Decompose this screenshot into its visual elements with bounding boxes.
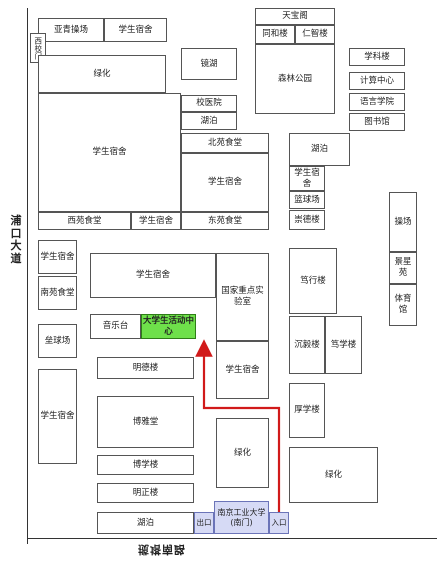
language-school[interactable]: 语言学院 bbox=[349, 93, 405, 111]
computer-center[interactable]: 计算中心 bbox=[349, 72, 405, 90]
tianbao[interactable]: 天宝阁 bbox=[255, 8, 335, 25]
sports-field[interactable]: 操场 bbox=[389, 192, 417, 252]
mingzheng-building[interactable]: 明正楼 bbox=[97, 483, 194, 503]
route-path bbox=[195, 339, 281, 512]
road-left-line bbox=[27, 8, 28, 544]
road-bottom-line bbox=[27, 538, 437, 539]
east-canteen[interactable]: 东苑食堂 bbox=[181, 212, 269, 230]
exit-gate[interactable]: 出口 bbox=[194, 512, 214, 534]
dorm-center[interactable]: 学生宿舍 bbox=[90, 253, 216, 298]
duxue-building[interactable]: 笃学楼 bbox=[325, 316, 362, 374]
dorm-big[interactable]: 学生宿舍 bbox=[38, 93, 181, 212]
greenery-3[interactable]: 绿化 bbox=[289, 447, 378, 503]
basketball-court[interactable]: 篮球场 bbox=[289, 191, 325, 209]
school-hospital[interactable]: 校医院 bbox=[181, 95, 237, 112]
hubo-2[interactable]: 湖泊 bbox=[289, 133, 350, 166]
boya-hall[interactable]: 博雅堂 bbox=[97, 396, 194, 448]
north-canteen[interactable]: 北苑食堂 bbox=[181, 133, 269, 153]
road-pukou-label: 浦口大道 bbox=[10, 214, 22, 265]
student-activity-center[interactable]: 大学生活动中心 bbox=[141, 314, 196, 339]
tongren[interactable]: 同和楼 bbox=[255, 25, 295, 44]
dorm-top[interactable]: 学生宿舍 bbox=[104, 18, 167, 42]
gym[interactable]: 体育馆 bbox=[389, 284, 417, 326]
hubo-3[interactable]: 湖泊 bbox=[97, 512, 194, 534]
south-canteen[interactable]: 南苑食堂 bbox=[38, 276, 77, 310]
dorm-left[interactable]: 学生宿舍 bbox=[38, 240, 77, 274]
main-south-gate[interactable]: 南京工业大学(南门) bbox=[214, 501, 269, 534]
greenery-1[interactable]: 绿化 bbox=[38, 55, 166, 93]
houxue-building[interactable]: 厚学楼 bbox=[289, 383, 325, 438]
jinghu[interactable]: 镜湖 bbox=[181, 48, 237, 80]
greenery-2[interactable]: 绿化 bbox=[216, 418, 269, 488]
library[interactable]: 图书馆 bbox=[349, 113, 405, 131]
dorm-mid[interactable]: 学生宿舍 bbox=[181, 153, 269, 212]
dorm-small[interactable]: 学生宿舍 bbox=[289, 166, 325, 191]
entrance-gate[interactable]: 入口 bbox=[269, 512, 289, 534]
chongde-building[interactable]: 崇德楼 bbox=[289, 210, 325, 230]
forest-park[interactable]: 森林公园 bbox=[255, 44, 335, 114]
west-canteen[interactable]: 西苑食堂 bbox=[38, 212, 131, 230]
chenyi-building[interactable]: 沉毅楼 bbox=[289, 316, 325, 374]
music-stage[interactable]: 音乐台 bbox=[90, 314, 141, 339]
xueke-building[interactable]: 学科楼 bbox=[349, 48, 405, 66]
boxue-building[interactable]: 博学楼 bbox=[97, 455, 194, 475]
hubo-1[interactable]: 湖泊 bbox=[181, 112, 237, 130]
volleyball-field[interactable]: 垒球场 bbox=[38, 324, 77, 358]
renzhi[interactable]: 仁智楼 bbox=[295, 25, 335, 44]
mingde-building[interactable]: 明德楼 bbox=[97, 357, 194, 379]
dorm-lab[interactable]: 学生宿舍 bbox=[216, 341, 269, 399]
yaqing-field[interactable]: 亚青操场 bbox=[38, 18, 104, 42]
duxing-building[interactable]: 笃行楼 bbox=[289, 248, 337, 314]
jingxing-yuan[interactable]: 景星苑 bbox=[389, 252, 417, 284]
dorm-row[interactable]: 学生宿舍 bbox=[131, 212, 181, 230]
national-lab[interactable]: 国家重点实验室 bbox=[216, 253, 269, 341]
dorm-bottom-left[interactable]: 学生宿舍 bbox=[38, 369, 77, 464]
